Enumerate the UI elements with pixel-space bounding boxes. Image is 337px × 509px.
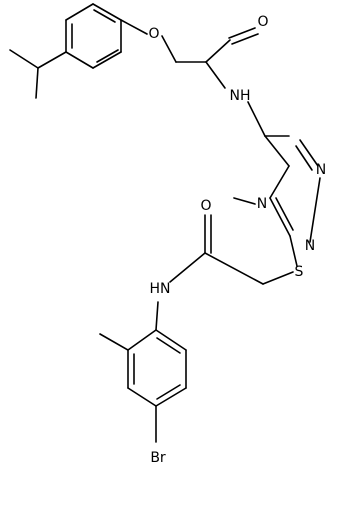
bond (205, 39, 231, 63)
bond (228, 27, 256, 39)
bond (99, 333, 129, 351)
bond (161, 35, 177, 63)
bond (120, 19, 148, 35)
bond (92, 3, 122, 21)
bond (92, 51, 122, 69)
bond (156, 384, 181, 400)
atom-label-o: O (200, 198, 211, 214)
atom-label-hn: HN (150, 281, 171, 297)
bond (309, 177, 321, 243)
bond (37, 51, 67, 69)
atom-label-br: Br (150, 450, 166, 466)
atom-label-nh: NH (230, 88, 251, 104)
bond (204, 252, 264, 285)
atom-label-n: N (316, 162, 326, 178)
bond (233, 197, 256, 205)
atom-label-s: S (295, 264, 304, 280)
bond (65, 51, 94, 69)
atom-label-o: O (148, 26, 159, 42)
bond (295, 145, 313, 171)
bond (262, 271, 294, 285)
bond (269, 165, 290, 199)
bond (35, 67, 39, 99)
bond (155, 387, 187, 407)
bond (65, 3, 94, 21)
bond (155, 301, 159, 331)
bond (96, 49, 119, 63)
bond (127, 329, 157, 351)
bond (9, 49, 39, 69)
bond (275, 197, 294, 231)
bond (231, 33, 259, 45)
bond (269, 197, 291, 237)
atom-label-n: N (305, 238, 315, 254)
bonds (9, 3, 321, 443)
bond (127, 387, 157, 407)
atom-labels: O O NH N N N S O HN Br (148, 14, 326, 466)
bond (247, 101, 266, 137)
bond (289, 235, 298, 267)
bond (93, 9, 116, 23)
bond (156, 337, 181, 354)
atom-label-o: O (257, 14, 268, 30)
bond (169, 252, 206, 283)
bond (155, 329, 187, 351)
atom-label-n: N (257, 196, 267, 212)
bond (299, 139, 319, 167)
bond (205, 61, 226, 89)
bond (264, 135, 290, 167)
